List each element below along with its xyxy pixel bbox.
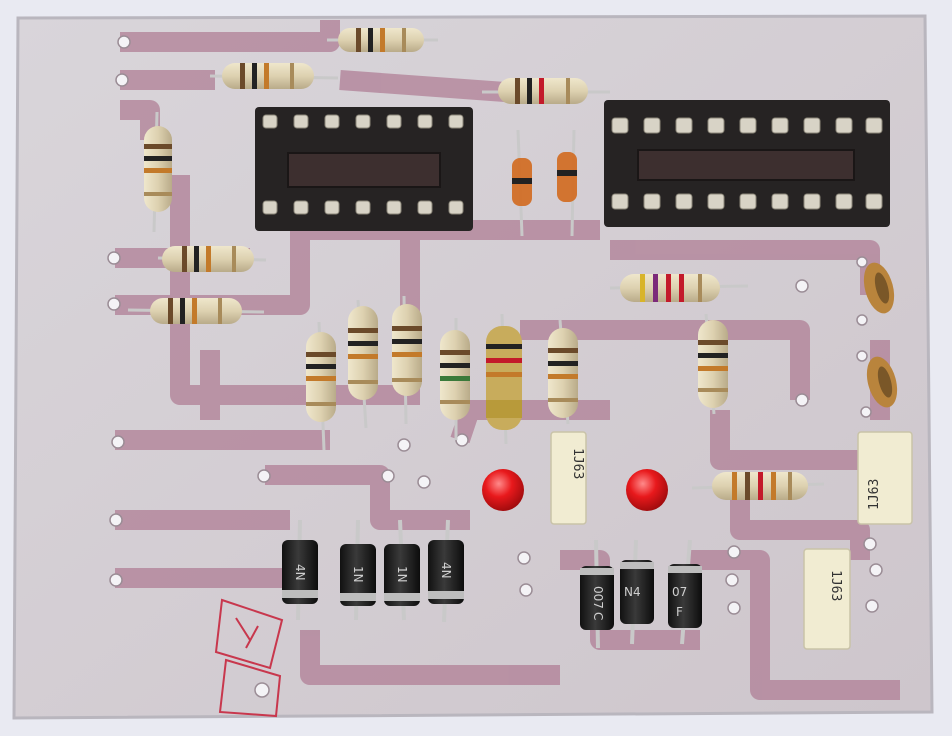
- diode: 1N: [384, 519, 420, 621]
- drill-holes: [107, 35, 883, 698]
- resistor: [306, 321, 336, 451]
- zener-diodes: [512, 129, 577, 237]
- resistor: [486, 313, 522, 445]
- capacitor: 1J63: [857, 431, 913, 525]
- diode: 007 C: [580, 539, 614, 649]
- diode-label: 4N: [293, 564, 307, 581]
- capacitor-label: 1J63: [828, 570, 843, 601]
- diode-label: 1N: [351, 566, 365, 583]
- diode: 07 F: [668, 539, 702, 645]
- capacitor: 1J63: [803, 548, 851, 650]
- resistor: [548, 319, 578, 425]
- resistor: [691, 472, 825, 500]
- leds: [482, 469, 668, 511]
- diode-sublabel: F: [676, 605, 683, 619]
- resistor: [209, 63, 339, 89]
- diode-sublabel: C: [591, 612, 605, 620]
- led-red: [482, 469, 524, 511]
- diode-label: 07: [672, 585, 687, 599]
- box-capacitors: 1J63 1J63 1J63: [550, 431, 913, 650]
- capacitor-label: 1J63: [867, 479, 882, 510]
- capacitor: 1J63: [550, 431, 587, 525]
- diode-label: 4N: [439, 562, 453, 579]
- resistor: [482, 78, 610, 104]
- resistor: [127, 298, 265, 324]
- diode-label: 1N: [395, 566, 409, 583]
- resistor: [144, 111, 172, 233]
- diode: 4N: [282, 519, 318, 621]
- resistor: [609, 274, 749, 302]
- ic-socket-right: [604, 100, 890, 227]
- diode: N4: [620, 539, 654, 645]
- resistor: [348, 299, 378, 429]
- diode-label: N4: [624, 585, 641, 599]
- marker-doodle: [214, 598, 284, 718]
- diode-label: 007: [591, 586, 605, 609]
- resistor: [440, 318, 470, 440]
- diode: 4N: [428, 519, 464, 623]
- resistor: [157, 246, 267, 272]
- power-diodes: 4N 1N 1N 4N 007 C: [282, 519, 702, 649]
- diode: 1N: [340, 519, 376, 621]
- resistor: [392, 295, 422, 425]
- led-red: [626, 469, 668, 511]
- resistors-vertical: [144, 111, 728, 451]
- capacitor-label: 1J63: [570, 448, 585, 479]
- tantalum-capacitors: [863, 262, 898, 408]
- resistor: [327, 28, 438, 52]
- resistor: [698, 313, 728, 415]
- ic-socket-left: [255, 107, 473, 231]
- resistors-horizontal: [127, 28, 825, 500]
